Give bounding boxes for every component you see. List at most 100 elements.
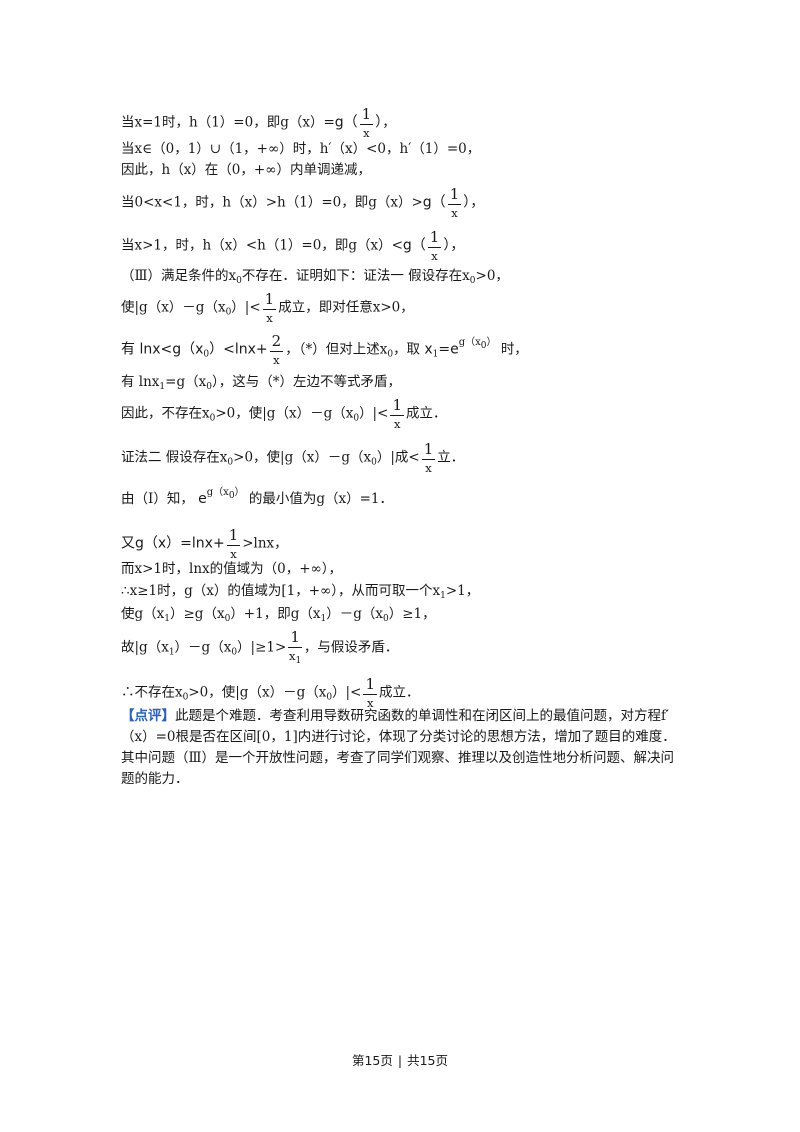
subscript: 0 [206,382,212,392]
numerator: 1 [427,228,442,248]
text: ）|< [332,684,362,701]
denominator: x [431,248,438,263]
numerator: 1 [363,675,377,695]
text: 使|g（x）－g（x [121,299,226,316]
text: g（ [402,237,426,254]
denominator: x [230,546,237,561]
text: e [198,491,207,507]
text: ，取 [393,341,421,358]
denominator: x [366,695,374,710]
text: x [424,341,433,358]
subscript: 0 [231,647,238,658]
text: g（x [206,487,229,498]
subscript: 0 [480,341,487,352]
line-3: 因此，h（x）在（0，+∞）内单调递减， [121,162,371,178]
text: 当x=1时，h（1）=0，即g（x）= [121,114,335,131]
text: ）， [443,237,465,254]
subscript: 1 [159,382,166,392]
page-number: 第15页 [351,1053,393,1068]
denominator: x [451,205,458,220]
text: g（ [334,114,358,131]
subscript: 0 [236,276,242,286]
text: 因此，不存在x [121,405,210,422]
text: ），这与（*）左边不等式矛盾， [211,374,401,390]
page-footer: 第15页|共15页 [0,1050,800,1069]
numerator: 1 [262,290,277,310]
line-2: 当x∈（0，1）∪（1，+∞）时，h′（x）<0，h′（1）=0， [121,141,481,157]
text: 证法二 假设存在x [121,449,228,466]
numerator: 1 [359,105,374,125]
text: 时， [500,341,528,358]
subscript: 1 [164,614,170,624]
line-14: 而x>1时，lnx的值域为（0，+∞）， [121,561,343,577]
line-9: 有 lnx1=g（x0），这与（*）左边不等式矛盾， [121,374,401,392]
subscript: 0 [225,307,232,318]
text: ） [234,487,245,498]
text: =g（x [165,374,207,390]
text: ）， [463,194,485,211]
text: ） [486,337,497,349]
numerator: 1 [288,628,302,648]
comment-text: 此题是个难题．考查利用导数研究函数的单调性和在闭区间上的最值问题，对方程f′（x… [121,708,676,787]
text: =e [438,341,459,358]
subscript: 0 [469,276,476,286]
subscript: 1 [320,614,327,624]
denominator: x [425,460,432,475]
subscript: 0 [228,491,235,501]
subscript: 1 [440,591,446,601]
text: 不存在．证明如下：证法一 假设存在x [241,268,470,284]
text: ）|< [231,299,261,316]
numerator: 2 [269,332,284,352]
text: >lnx， [242,535,288,552]
text: g（ [422,194,446,211]
footer-separator: | [397,1053,403,1068]
line-15: ∴x≥1时，g（x）的值域为[1，+∞），从而可取一个x1>1， [121,583,480,601]
text: 当x>1，时，h（x）<h（1）=0，即g（x）< [121,237,403,254]
text: >0，使|g（x）－g（x [233,449,372,466]
text: 当x∈（0，1）∪（1，+∞）时，h′（x）<0，h′（1）=0， [121,141,481,157]
denominator: x [393,416,401,431]
comment-paragraph: 【点评】此题是个难题．考查利用导数研究函数的单调性和在闭区间上的最值问题，对方程… [121,706,681,790]
text: 有 lnx [121,374,160,390]
subscript: 0 [203,349,210,360]
text: >0，使|g（x）－g（x [215,405,354,422]
text: 而x>1时，lnx的值域为（0，+∞）， [121,561,343,577]
denominator: x [266,310,273,325]
text: ，（*）但对上述x [285,341,388,358]
text: >0， [475,268,509,284]
subscript: 0 [371,457,377,468]
denominator: x [273,352,280,367]
text: ）－g（x [174,639,232,656]
text: ） [375,114,383,131]
comment-tag: 【点评】 [121,708,175,724]
subscript: 0 [182,692,189,703]
text: ）|< [359,405,389,422]
text: 因此，h（x）在（0，+∞）内单调递减， [121,162,371,178]
exponent: g（x0） [206,487,245,501]
text: x [288,648,296,663]
subscript: 1 [432,349,439,360]
text: 成立，即对任意x>0， [278,299,414,316]
text: ）|成< [376,449,420,466]
text: >1， [445,583,480,599]
text: 立． [437,449,465,466]
line-16: 使g（x1）≥g（x0）+1，即g（x1）－g（x0）≥1， [121,607,436,624]
subscript: 1 [168,647,175,658]
